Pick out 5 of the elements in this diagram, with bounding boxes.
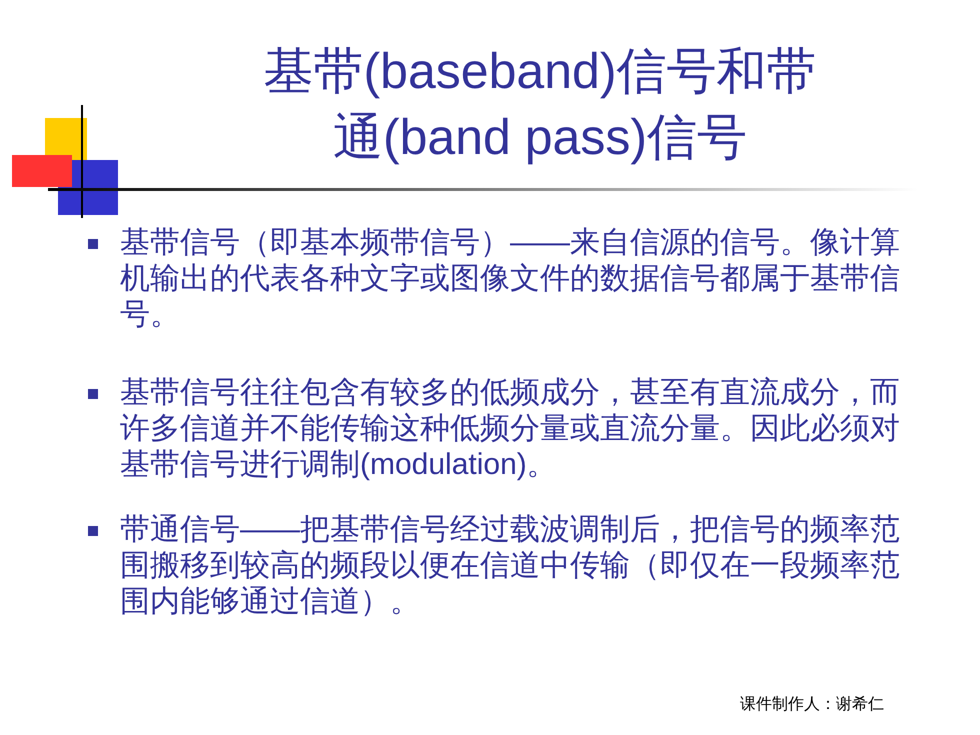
bullet-text: 带通信号——把基带信号经过载波调制后，把信号的频率范围搬移到较高的频段以便在信道中传输（即仅在一段频率范围内能够通过信道）。	[120, 512, 901, 620]
footer-text: 课件制作人：谢希仁	[740, 694, 884, 715]
slide-title: 基带(baseband)信号和带通(band pass)信号	[262, 42, 818, 167]
bullet-text: 基带信号往往包含有较多的低频成分，甚至有直流成分，而许多信道并不能传输这种低频分量或直流分量。因此必须对基带信号进行调制(modulation)。	[120, 375, 901, 483]
bullet-text: 基带信号（即基本频带信号）——来自信源的信号。像计算机输出的代表各种文字或图像文件的数据信号都属于基带信号。	[120, 225, 901, 333]
